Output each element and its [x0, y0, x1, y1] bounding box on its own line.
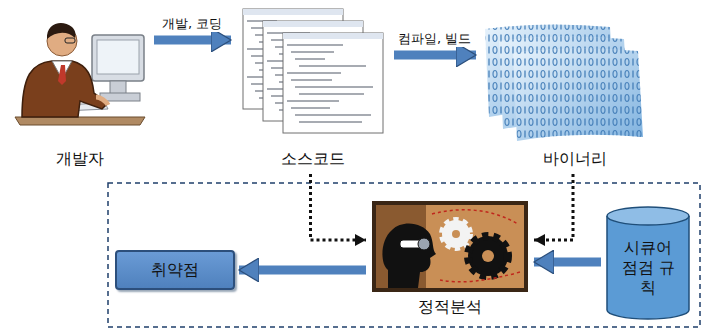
node-label: 바이너리: [543, 149, 607, 168]
flow-arrow: [239, 266, 366, 275]
static-analysis-icon: [370, 200, 530, 295]
node-label: 시큐어 점검 규칙: [621, 238, 675, 298]
dashed-region: [108, 183, 700, 327]
dotted-arrow: [311, 174, 367, 240]
edge-label: 개발, 코딩: [160, 16, 224, 32]
source-code-figure: 소스코드: [235, 5, 390, 170]
flow-arrow: [394, 51, 476, 60]
dotted-arrow: [534, 174, 573, 240]
node-label: 정적분석: [418, 297, 482, 316]
binary-illustration: [480, 20, 670, 145]
developer-illustration: [10, 5, 150, 145]
rules-database: 시큐어 점검 규칙: [605, 206, 691, 320]
edge-label: 컴파일, 빌드: [396, 31, 473, 47]
binary-figure: 바이너리: [480, 20, 670, 170]
node-label: 개발자: [56, 149, 104, 168]
flow-arrow: [154, 36, 231, 45]
result-box: 취약점: [115, 250, 235, 290]
flow-arrow: [534, 258, 601, 267]
node-label: 소스코드: [281, 149, 345, 168]
source-code-illustration: [235, 5, 390, 145]
node-label: 취약점: [151, 260, 199, 279]
analysis-figure: 정적분석: [370, 200, 530, 318]
developer-figure: 개발자: [10, 5, 150, 170]
